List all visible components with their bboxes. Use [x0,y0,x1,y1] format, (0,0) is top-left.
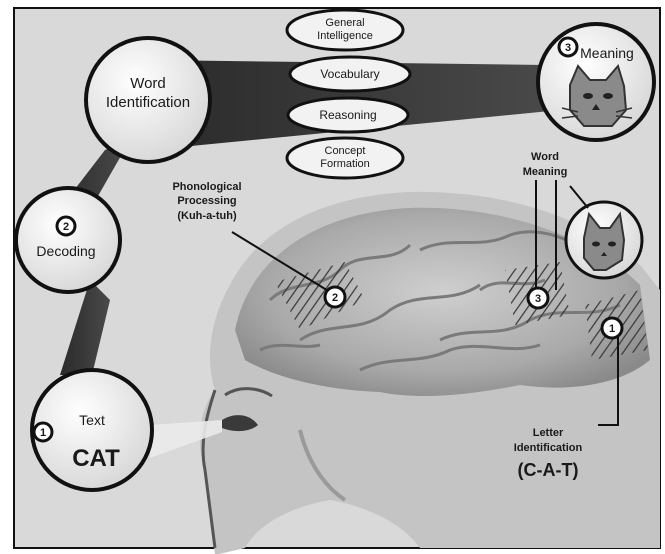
letter-identification-line2: Identification [514,442,583,454]
decoding-label: Decoding [36,243,95,259]
text-number: 1 [40,427,46,439]
meaning-label: Meaning [580,45,634,61]
meaning-number: 3 [565,42,571,54]
oval-concept-formation-line1: Concept [325,145,366,157]
oval-concept-formation-line2: Formation [320,158,370,170]
phonological-line3: (Kuh-a-tuh) [177,210,237,222]
phonological-line1: Phonological [172,181,241,193]
letter-identification-line1: Letter [533,427,564,439]
node-word-meaning-cat [566,202,642,278]
word-identification-line2: Identification [106,94,190,111]
letter-identification-code: (C-A-T) [518,460,579,480]
node-meaning: 3 Meaning [538,24,654,140]
oval-reasoning-label: Reasoning [319,108,376,122]
decoding-circle [16,188,120,292]
word-meaning-line1: Word [531,151,559,163]
marker-letter-identification-number: 1 [609,323,615,335]
word-meaning-line2: Meaning [523,166,568,178]
oval-general-intelligence-line2: Intelligence [317,30,373,42]
node-decoding: 2 Decoding [16,188,120,292]
oval-general-intelligence-line1: General [325,17,364,29]
decoding-number: 2 [63,221,69,233]
word-identification-line1: Word [130,75,166,92]
oval-vocabulary-label: Vocabulary [320,67,379,81]
text-word: CAT [72,445,120,472]
marker-phonological-number: 2 [332,292,338,304]
node-text: 1 Text CAT [32,370,152,490]
phonological-line2: Processing [177,195,236,207]
node-word-identification: Word Identification [86,38,210,162]
marker-word-meaning-number: 3 [535,293,541,305]
text-label: Text [79,412,105,428]
